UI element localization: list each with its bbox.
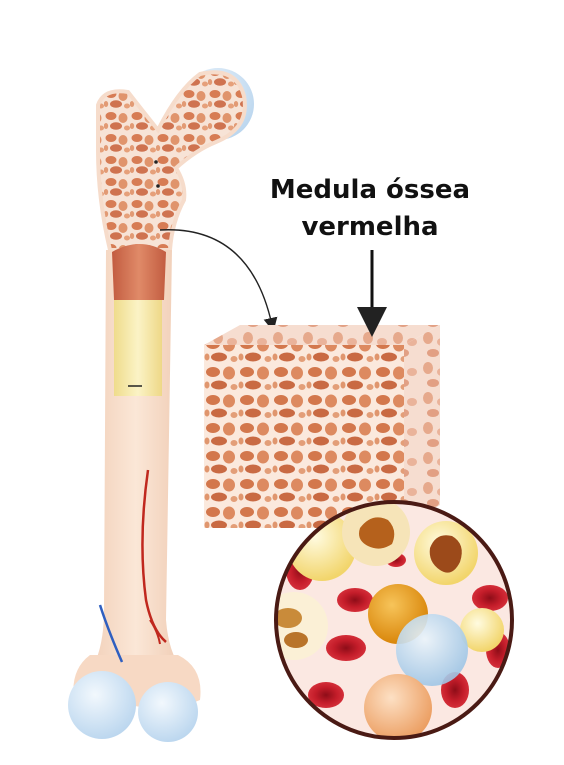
pointer-dot [156, 184, 160, 188]
proximal-epiphysis [96, 70, 247, 252]
red-blood-cell [308, 682, 344, 708]
distal-condyle-left [68, 671, 136, 739]
label-line-2: vermelha [301, 212, 439, 242]
lymphocyte [460, 608, 504, 652]
label-line-1: Medula óssea [269, 175, 471, 205]
granulocyte-nucleus [359, 517, 395, 549]
cube-front-face [204, 345, 404, 528]
cube-side-face [404, 325, 440, 528]
red-blood-cell [326, 635, 366, 661]
femur-bone [68, 68, 254, 742]
vein [98, 604, 124, 663]
red-marrow-segment [112, 244, 166, 300]
stem-cell [396, 614, 468, 686]
cube-top-face [204, 325, 440, 345]
magnifier-border [274, 500, 514, 740]
monocyte-nucleus [429, 535, 462, 573]
zoom-arrow [159, 229, 278, 332]
spongy-bone-cube [204, 325, 440, 528]
distal-condyle-right [138, 682, 198, 742]
red-blood-cell [472, 585, 508, 611]
pointer-dot [154, 160, 158, 164]
red-blood-cell [337, 588, 373, 612]
bone-marrow-label: Medula óssea vermelha [255, 172, 485, 246]
yellow-marrow-segment [114, 300, 162, 396]
artery-branch [149, 619, 161, 645]
megakaryocyte [364, 674, 432, 738]
mast-cell-nucleus [276, 608, 302, 628]
magnified-marrow-cells [274, 500, 514, 740]
mast-cell-nucleus [284, 632, 308, 648]
